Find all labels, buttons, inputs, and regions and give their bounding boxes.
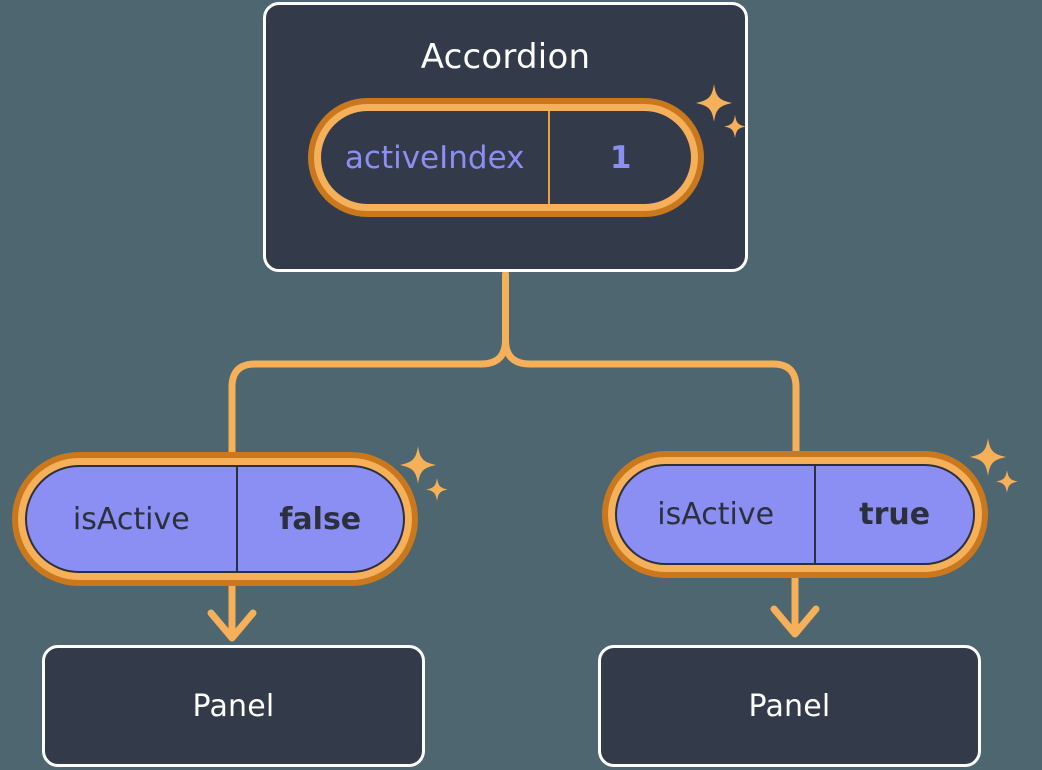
pill-body: activeIndex 1: [321, 111, 691, 204]
pill-ring-inner: isActive false: [18, 458, 412, 580]
panel-node-left[interactable]: Panel: [42, 645, 425, 767]
state-pill-isactive-false[interactable]: isActive false: [12, 452, 418, 586]
connector-branch-right: [502, 336, 800, 456]
sparkle-four-point-small-icon: [426, 478, 448, 501]
arrow-down-icon-left: [207, 609, 257, 642]
state-value-isactive-left: false: [279, 501, 362, 537]
state-key-isactive-left: isActive: [27, 467, 238, 571]
state-pill-activeindex[interactable]: activeIndex 1: [308, 98, 704, 217]
panel-title-left: Panel: [192, 688, 275, 724]
pill-ring-inner: activeIndex 1: [314, 104, 698, 211]
state-key-isactive-right: isActive: [617, 466, 817, 563]
pill-body: isActive false: [25, 465, 405, 573]
state-pill-isactive-true[interactable]: isActive true: [602, 451, 988, 578]
accordion-title: Accordion: [420, 37, 591, 77]
arrow-down-icon-right: [770, 605, 820, 638]
state-key-activeindex: activeIndex: [321, 111, 551, 204]
connector-branch-left: [228, 336, 509, 456]
sparkle-four-point-small-icon: [996, 470, 1018, 493]
state-value-activeindex: 1: [609, 139, 632, 176]
panel-node-right[interactable]: Panel: [598, 645, 981, 767]
sparkle-four-point-icon: [400, 446, 436, 484]
pill-ring-inner: isActive true: [608, 457, 982, 572]
state-value-isactive-right: true: [859, 497, 931, 532]
panel-title-right: Panel: [748, 688, 831, 724]
sparkle-four-point-icon: [970, 438, 1006, 476]
pill-body: isActive true: [615, 464, 975, 565]
